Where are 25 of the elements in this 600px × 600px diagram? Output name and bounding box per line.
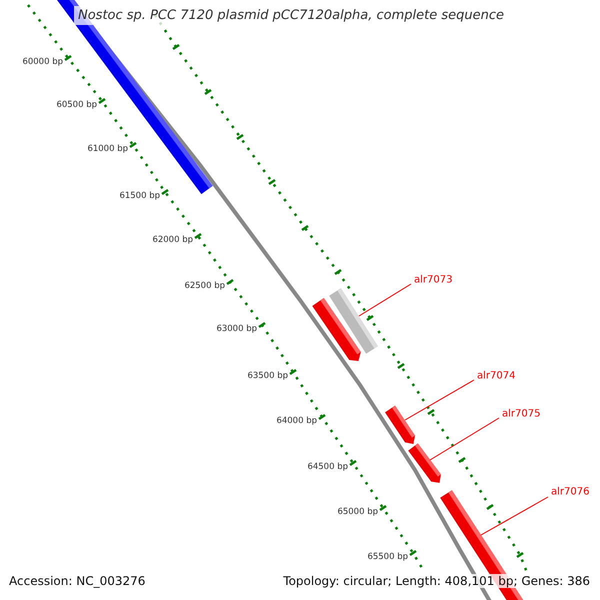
scale-label: 61000 bp [87, 144, 128, 154]
scale-label: 62000 bp [152, 235, 193, 245]
scale-label: 61500 bp [119, 191, 160, 201]
leader-line [480, 496, 548, 536]
scale-label: 64000 bp [276, 416, 317, 426]
gene-label: alr7073 [414, 274, 452, 286]
accession-text: Accession: NC_003276 [9, 574, 146, 588]
summary-text: Topology: circular; Length: 408,101 bp; Genes: 386 [283, 574, 590, 588]
scale-label: 62500 bp [184, 281, 225, 291]
scale-label: 65000 bp [337, 507, 378, 517]
scale-label: 63500 bp [247, 371, 288, 381]
gene-bar [385, 406, 415, 444]
gene-label: alr7074 [477, 370, 516, 382]
gene-label: alr7076 [551, 486, 590, 498]
leader-line [358, 284, 412, 316]
leader-line [404, 380, 474, 420]
scale-label: 65500 bp [367, 552, 408, 562]
gene-label: alr7075 [502, 408, 540, 420]
scale-label: 60500 bp [56, 100, 97, 110]
scale-label: 60000 bp [22, 57, 63, 67]
gene-bar [408, 443, 441, 483]
scale-label: 63000 bp [216, 324, 257, 334]
scale-label: 64500 bp [307, 462, 348, 472]
leader-line [430, 418, 500, 460]
gene-bar [312, 298, 361, 361]
